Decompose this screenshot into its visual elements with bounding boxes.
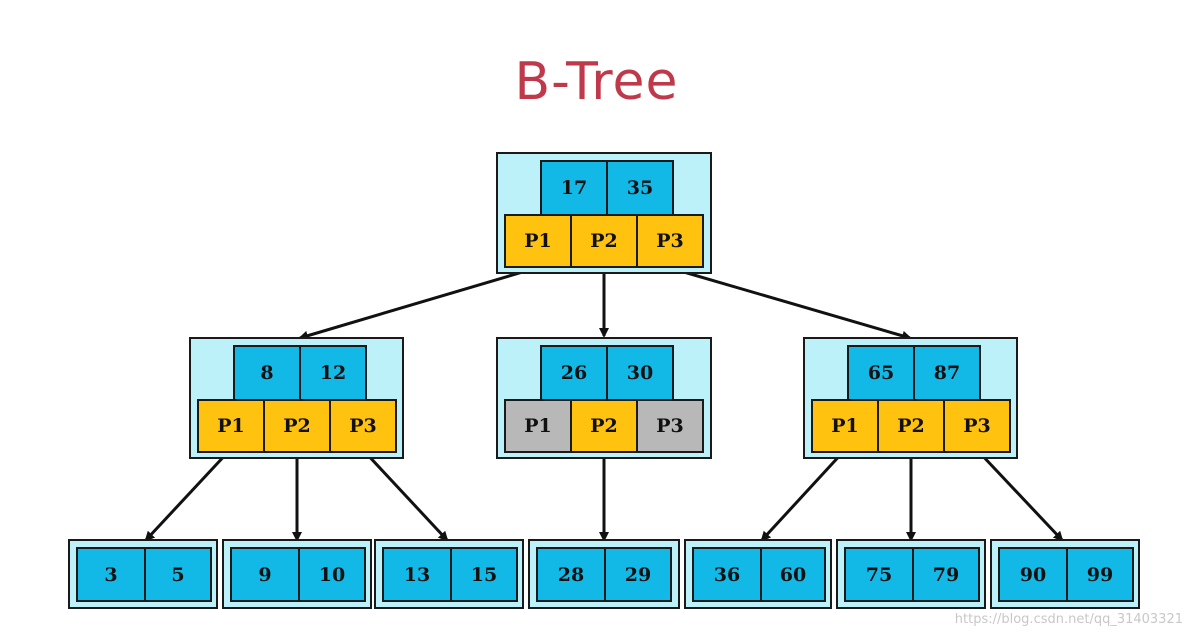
- root-key-1: 17: [540, 160, 608, 216]
- internal-node-1: 8 12 P1 P2 P3: [189, 337, 404, 459]
- internal-3-key-1: 65: [847, 345, 915, 401]
- edge-root-p1: [298, 266, 537, 341]
- internal-node-3: 65 87 P1 P2 P3: [803, 337, 1018, 459]
- leaf-node-7: 90 99: [990, 539, 1140, 609]
- internal-1-pointer-p1: P1: [197, 399, 265, 453]
- internal-2-pointer-p2: P2: [570, 399, 638, 453]
- leaf-4-key-1: 28: [536, 547, 606, 602]
- diagram-title: B-Tree: [514, 52, 679, 112]
- edge-n1-p1: [144, 450, 230, 542]
- edge-n1-p3: [363, 450, 449, 542]
- leaf-4-key-2: 29: [604, 547, 672, 602]
- leaf-7-key-2: 99: [1066, 547, 1134, 602]
- leaf-6-key-1: 75: [844, 547, 914, 602]
- leaf-5-key-2: 60: [760, 547, 826, 602]
- internal-1-key-2: 12: [299, 345, 367, 401]
- leaf-1-key-2: 5: [144, 547, 212, 602]
- leaf-node-5: 36 60: [684, 539, 832, 609]
- root-key-2: 35: [606, 160, 674, 216]
- internal-1-pointer-p3: P3: [329, 399, 397, 453]
- internal-3-pointer-p1: P1: [811, 399, 879, 453]
- internal-2-pointer-p1: P1: [504, 399, 572, 453]
- internal-3-key-2: 87: [913, 345, 981, 401]
- internal-1-key-1: 8: [233, 345, 301, 401]
- internal-2-key-1: 26: [540, 345, 608, 401]
- edge-n3-p1: [760, 450, 845, 542]
- root-pointer-p2: P2: [570, 214, 638, 268]
- internal-1-pointer-p2: P2: [263, 399, 331, 453]
- leaf-7-key-1: 90: [998, 547, 1068, 602]
- internal-2-pointer-p3: P3: [636, 399, 704, 453]
- leaf-2-key-2: 10: [298, 547, 366, 602]
- leaf-3-key-2: 15: [450, 547, 518, 602]
- edge-n3-p3: [977, 450, 1064, 542]
- root-pointer-p3: P3: [636, 214, 704, 268]
- internal-3-pointer-p3: P3: [943, 399, 1011, 453]
- leaf-6-key-2: 79: [912, 547, 980, 602]
- leaf-node-4: 28 29: [528, 539, 680, 609]
- leaf-node-2: 9 10: [222, 539, 372, 609]
- leaf-node-1: 3 5: [68, 539, 218, 609]
- root-node: 17 35 P1 P2 P3: [496, 152, 712, 274]
- leaf-3-key-1: 13: [382, 547, 452, 602]
- edge-root-p3: [669, 266, 912, 341]
- leaf-node-6: 75 79: [836, 539, 986, 609]
- leaf-1-key-1: 3: [76, 547, 146, 602]
- leaf-2-key-1: 9: [230, 547, 300, 602]
- root-pointer-p1: P1: [504, 214, 572, 268]
- internal-node-2: 26 30 P1 P2 P3: [496, 337, 712, 459]
- leaf-5-key-1: 36: [692, 547, 762, 602]
- watermark-url: https://blog.csdn.net/qq_31403321: [954, 612, 1183, 627]
- internal-3-pointer-p2: P2: [877, 399, 945, 453]
- leaf-node-3: 13 15: [374, 539, 524, 609]
- internal-2-key-2: 30: [606, 345, 674, 401]
